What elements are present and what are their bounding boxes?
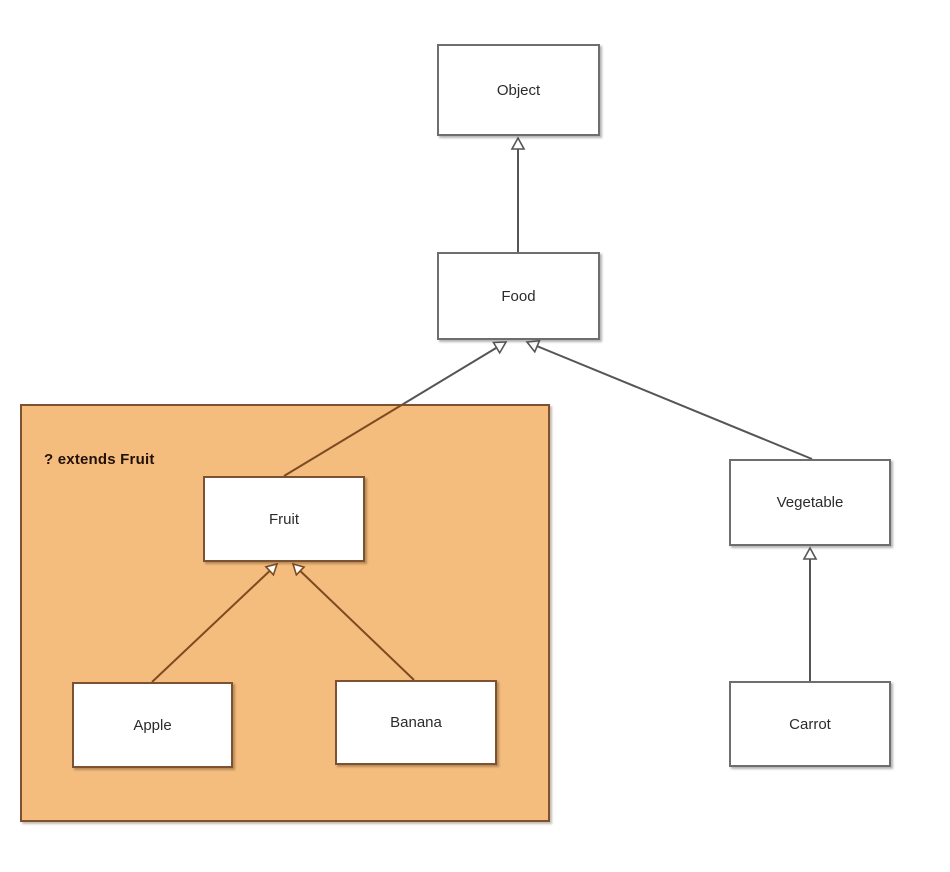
class-box-apple[interactable]: Apple [72, 682, 233, 768]
generalization-arrowhead-fruit-extends-food [492, 341, 508, 355]
class-box-object[interactable]: Object [437, 44, 600, 136]
class-box-vegetable[interactable]: Vegetable [729, 459, 891, 546]
class-box-label-carrot: Carrot [789, 715, 831, 733]
class-box-label-object: Object [496, 81, 541, 99]
edge-food-extends-object[interactable] [510, 136, 526, 252]
class-box-label-apple: Apple [133, 716, 172, 734]
generalization-arrowhead-carrot-extends-vegetable [802, 546, 818, 560]
generalization-arrowhead-vegetable-extends-food [525, 339, 541, 354]
edge-segment [526, 341, 813, 460]
class-box-banana[interactable]: Banana [335, 680, 497, 765]
class-box-fruit[interactable]: Fruit [203, 476, 365, 562]
class-box-label-vegetable: Vegetable [776, 494, 844, 511]
class-box-food[interactable]: Food [437, 252, 600, 340]
generic-bounds-label: ? extends Fruit [44, 451, 155, 468]
class-box-label-banana: Banana [390, 714, 442, 731]
edge-vegetable-extends-food[interactable] [525, 339, 813, 460]
edge-segment-outside-panel [402, 341, 507, 405]
generalization-arrowhead-food-extends-object [510, 136, 526, 150]
class-box-carrot[interactable]: Carrot [729, 681, 891, 767]
class-box-label-food: Food [501, 287, 536, 305]
edge-carrot-extends-vegetable[interactable] [802, 546, 818, 681]
class-box-label-fruit: Fruit [269, 510, 299, 528]
